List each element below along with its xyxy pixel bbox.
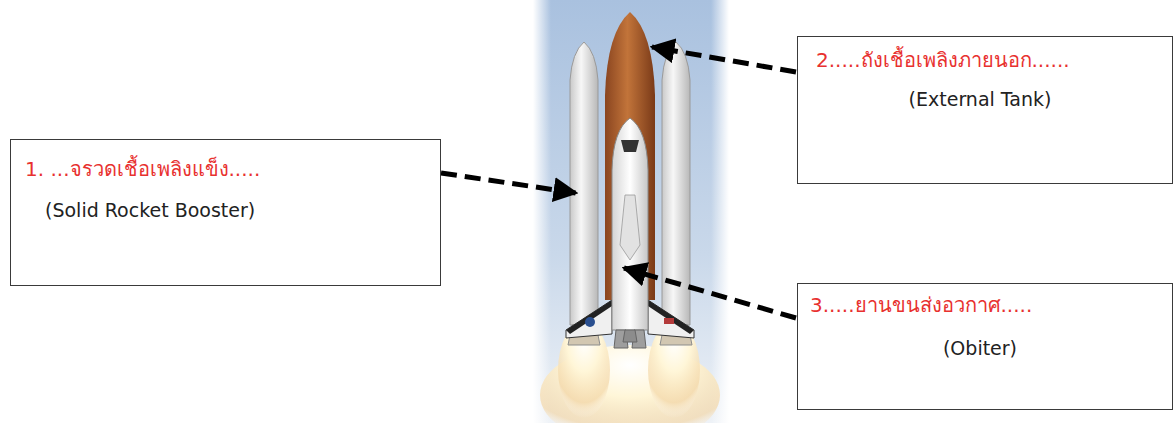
- solid-rocket-booster: [568, 42, 692, 345]
- part-name-english: (External Tank): [798, 87, 1172, 112]
- part-name-thai: 3.....ยานขนส่งอวกาศ.....: [810, 292, 1172, 318]
- part-name-thai: 1. ...จรวดเชื้อเพลิงแข็ง.....: [25, 156, 440, 182]
- leader-arrow: [624, 268, 796, 318]
- part-name-english: (Obiter): [798, 336, 1172, 361]
- part-name-thai: 2.....ถังเชื้อเพลิงภายนอก......: [816, 47, 1172, 73]
- photo-fade: [533, 0, 551, 423]
- part-name-english: (Solid Rocket Booster): [45, 198, 440, 223]
- callout-box: 3.....ยานขนส่งอวกาศ..... (Obiter): [797, 283, 1173, 410]
- callout-box: 2.....ถังเชื้อเพลิงภายนอก...... (External…: [797, 36, 1173, 184]
- leader-arrow: [652, 47, 796, 72]
- leader-arrow: [441, 173, 576, 193]
- photo-fade: [711, 0, 729, 423]
- orbiter: [566, 118, 694, 348]
- callout-box: 1. ...จรวดเชื้อเพลิงแข็ง..... (Solid Rock…: [10, 139, 441, 286]
